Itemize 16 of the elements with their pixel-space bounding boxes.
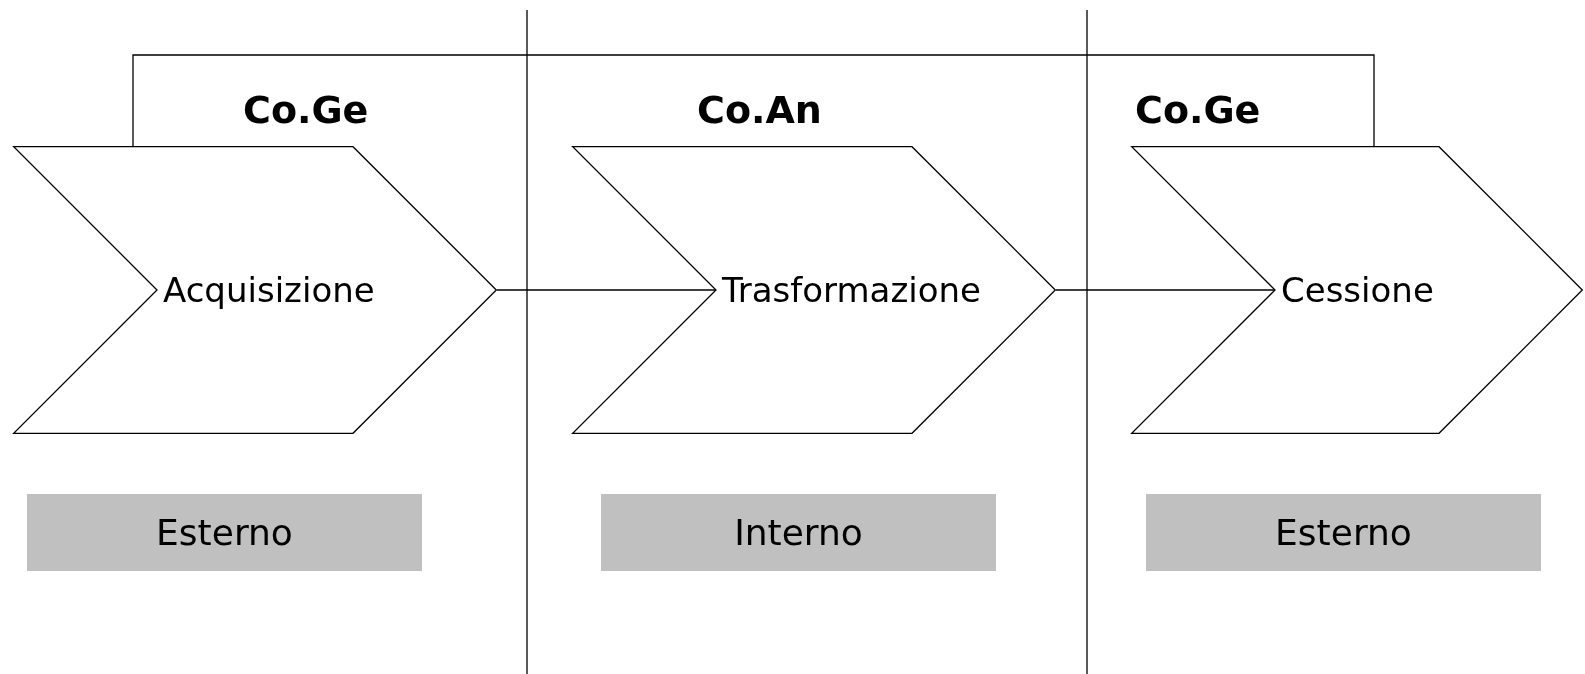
stage-label: Cessione xyxy=(1281,269,1434,312)
chevron-shape xyxy=(13,146,497,434)
connector-line xyxy=(132,54,1375,147)
scope-tag xyxy=(1146,494,1541,571)
scope-tag xyxy=(27,494,422,571)
stage-label: Acquisizione xyxy=(163,269,375,312)
accounting-label: Co.An xyxy=(697,88,822,132)
chevron-shape xyxy=(572,146,1056,434)
scope-label: Interno xyxy=(734,512,863,553)
accounting-label: Co.Ge xyxy=(243,88,369,132)
scope-label: Esterno xyxy=(156,512,293,553)
scope-tag xyxy=(601,494,996,571)
chevron-shape xyxy=(1131,146,1583,434)
accounting-label: Co.Ge xyxy=(1135,88,1261,132)
stage-label: Trasformazione xyxy=(722,269,981,312)
scope-label: Esterno xyxy=(1275,512,1412,553)
